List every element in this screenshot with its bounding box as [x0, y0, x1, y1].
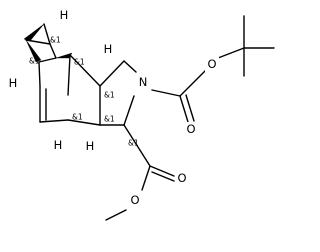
- stereo-label-ring-fusion-bottom: &1: [104, 115, 115, 124]
- stereo-label-ring-fusion-top: &1: [104, 91, 115, 100]
- molecule-structure-diagram: N O O O O H H H H H &1 &1 &1 &1 &1 &1 &1: [9, 8, 275, 221]
- bond-fusion-bottom-bridgehead: [67, 119, 101, 126]
- hydrogen-ring-fusion-top: H: [104, 42, 113, 56]
- bond-cp-top-right: [43, 23, 51, 45]
- boc-carbonyl-oxygen-label: O: [186, 122, 195, 136]
- stereo-label-ester-carbon: &1: [128, 139, 139, 148]
- bond-n-ester-carbon: [123, 95, 135, 126]
- bond-bridgehead-top-vertical: [67, 54, 71, 96]
- bond-left-lower: [39, 119, 69, 123]
- bond-ch2-n: [123, 60, 137, 73]
- bond-ester-c-ether-o: [141, 165, 151, 191]
- bond-boc-ether-o-tbu: [217, 47, 245, 59]
- boc-ether-oxygen-label: O: [207, 57, 216, 71]
- hydrogen-bridgehead-bottom: H: [54, 138, 63, 152]
- bond-fusion-top-left: [69, 54, 101, 87]
- bond-bridge-left: [38, 57, 57, 63]
- hydrogen-cyclopropane-left: H: [9, 76, 18, 90]
- bond-fusion-top-ch2: [99, 60, 125, 87]
- atom-labels: N O O O O: [128, 57, 219, 208]
- ester-ether-oxygen-label: O: [130, 193, 139, 207]
- bond-ester-c-o1: [149, 165, 175, 177]
- stereo-label-bridgehead-bottom: &1: [72, 113, 83, 122]
- wedge-bridgehead-top: [55, 52, 73, 59]
- ester-carbonyl-oxygen-label: O: [177, 171, 186, 185]
- nitrogen-atom-label: N: [139, 75, 148, 89]
- wedge-cp-left-down: [25, 39, 42, 63]
- bond-boc-c-o2: [185, 94, 195, 122]
- wedge-cp-top-left: [23, 23, 45, 42]
- bond-n-boc-carbon: [151, 89, 181, 97]
- hydrogen-cyclopropane-top: H: [60, 8, 69, 22]
- stereo-label-bridgehead-top: &1: [74, 58, 85, 67]
- hydrogen-labels: H H H H H: [9, 8, 113, 153]
- bond-lines: [25, 15, 275, 221]
- bond-ester-carbon-carbonyl-c: [123, 124, 151, 167]
- bond-boc-c-o1: [179, 95, 189, 123]
- stereo-labels: &1 &1 &1 &1 &1 &1 &1: [29, 36, 139, 148]
- bond-ester-ether-o-methyl: [105, 209, 127, 221]
- bond-left-upper: [38, 61, 41, 87]
- stereo-label-cyclopropane-left: &1: [29, 57, 40, 66]
- stereo-label-cyclopropane-top: &1: [50, 36, 61, 45]
- bond-ester-c-o2: [151, 171, 175, 182]
- bond-cp-right-bridge: [49, 43, 57, 59]
- bond-boc-c-ether-o: [179, 69, 207, 97]
- hydrogen-ring-fusion-bottom: H: [86, 139, 95, 153]
- wedge-bonds: [23, 23, 73, 63]
